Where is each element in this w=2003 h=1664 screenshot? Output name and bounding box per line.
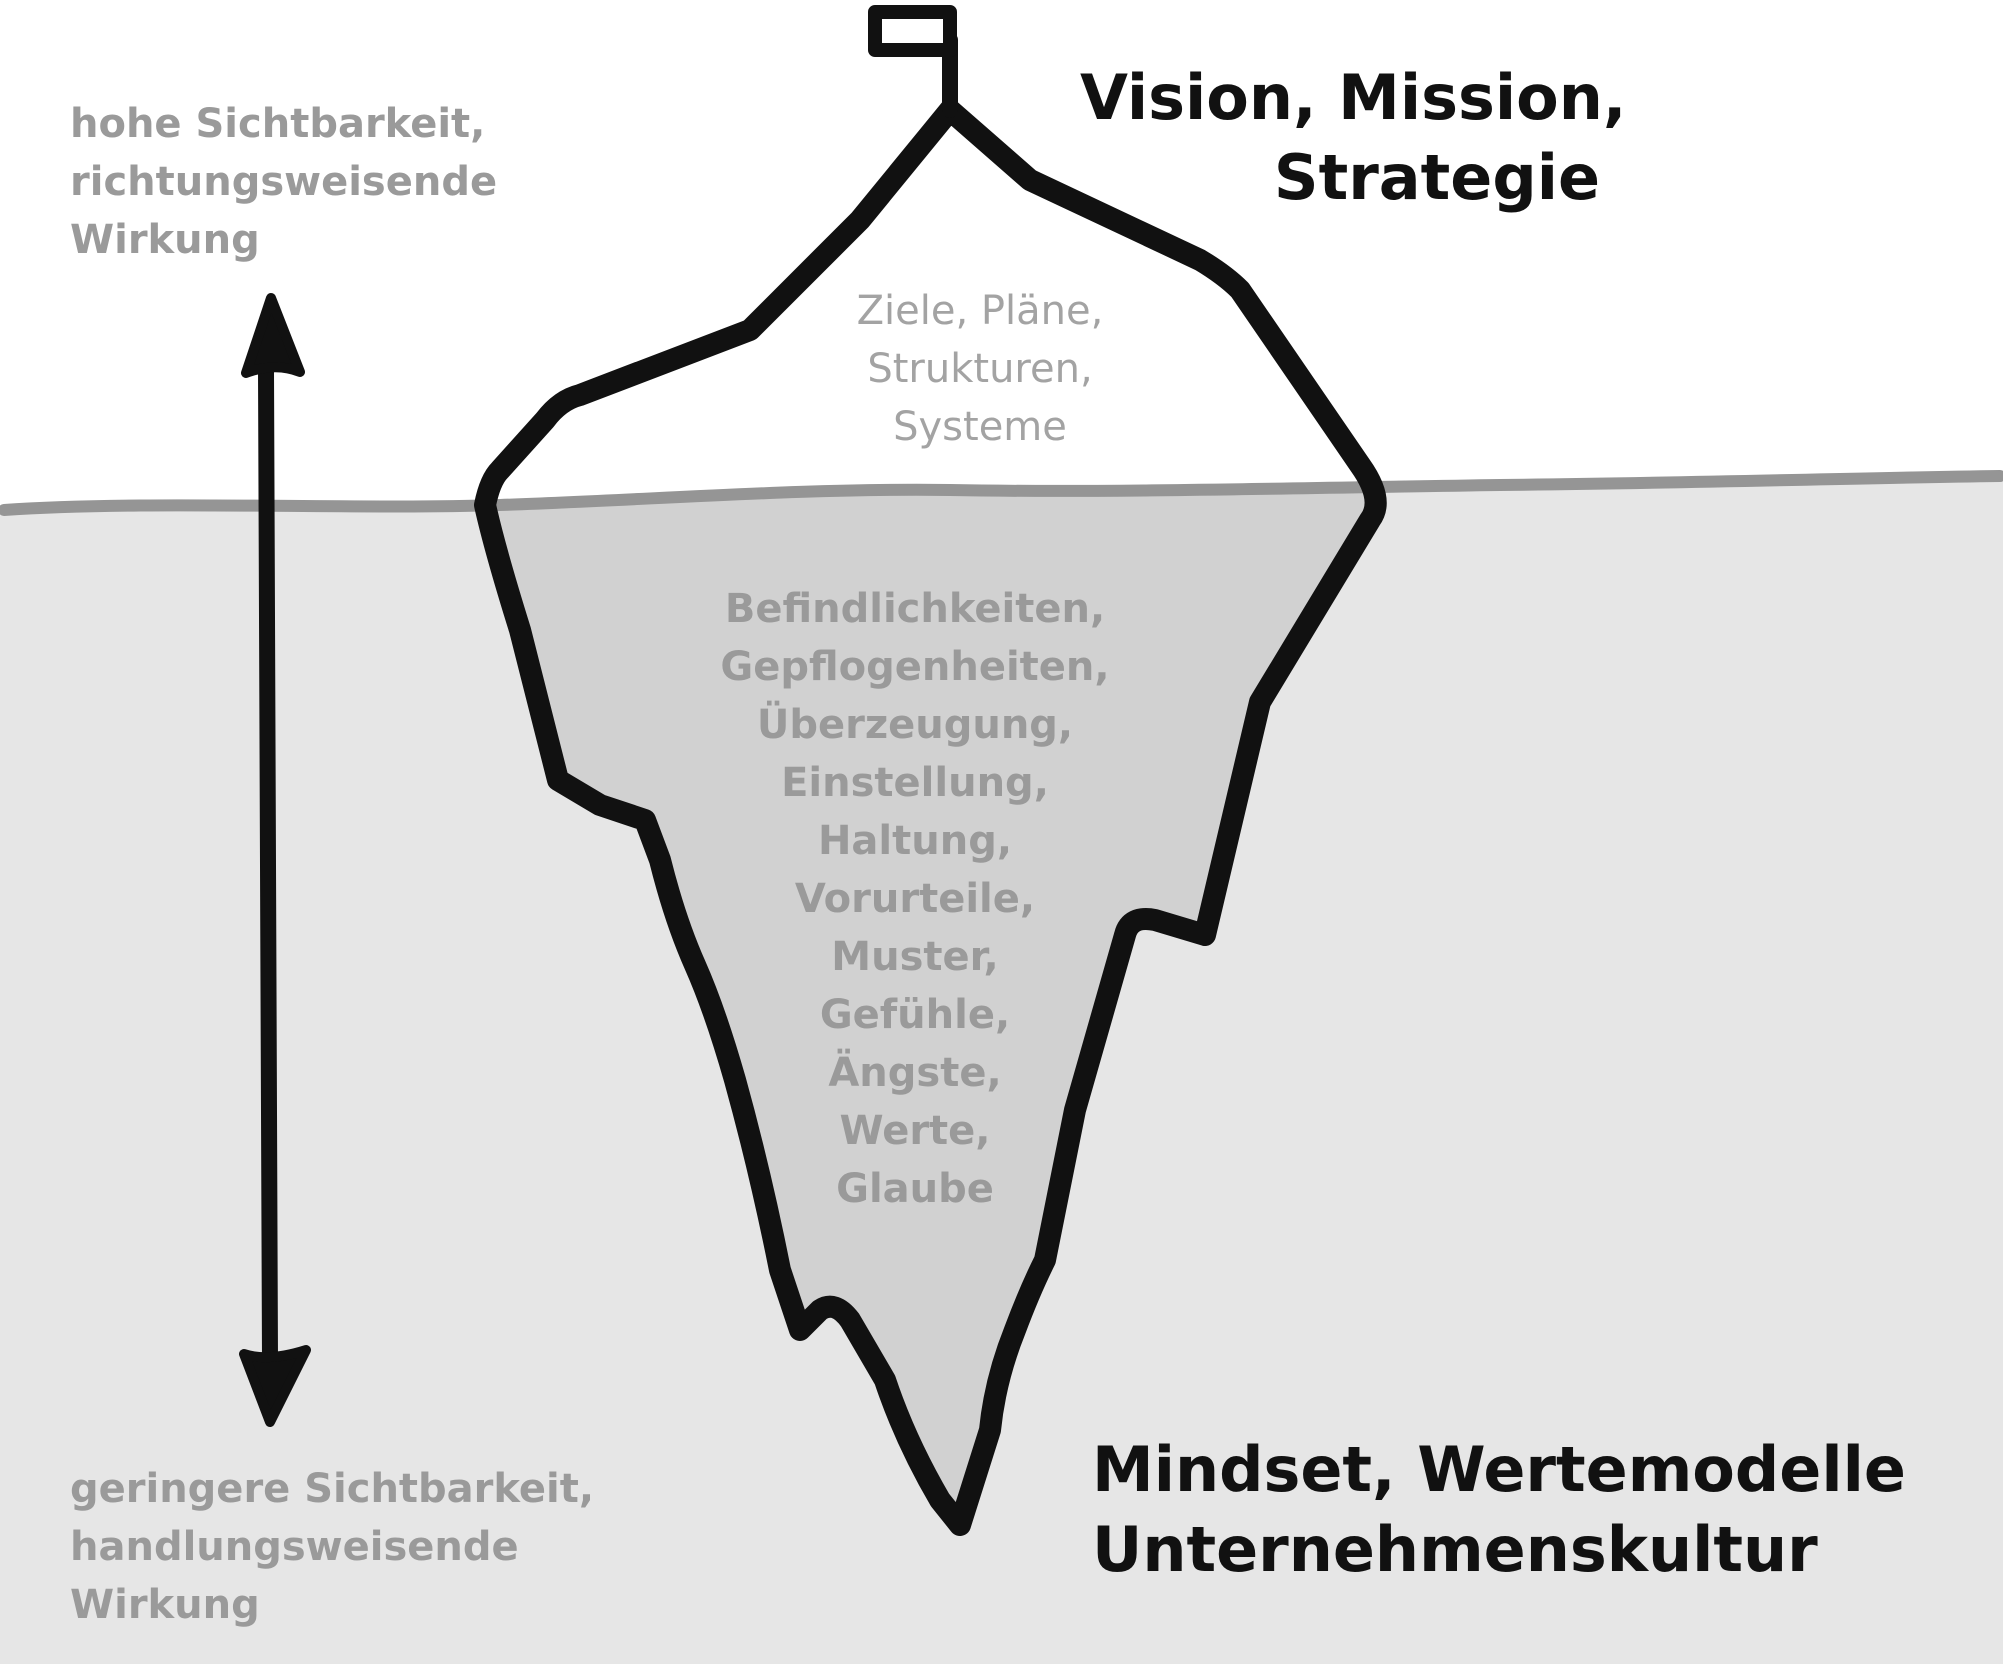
heading-line: Mindset, Wertemodelle bbox=[1092, 1433, 1906, 1506]
note-line: geringere Sichtbarkeit, bbox=[70, 1466, 595, 1512]
flag-icon bbox=[868, 5, 957, 57]
double-arrow-icon bbox=[239, 293, 311, 1427]
underwater-item: Überzeugung, bbox=[756, 702, 1074, 748]
underwater-item: Glaube bbox=[836, 1166, 994, 1212]
underwater-item: Gepflogenheiten, bbox=[720, 644, 1110, 690]
mindset-heading: Mindset, Wertemodelle Unternehmenskultur bbox=[1092, 1430, 1906, 1590]
visibility-low-note: geringere Sichtbarkeit, handlungsweisend… bbox=[70, 1460, 594, 1634]
underwater-items: Befindlichkeiten, Gepflogenheiten, Überz… bbox=[700, 580, 1130, 1218]
iceberg-outline bbox=[474, 99, 1387, 1536]
underwater-item: Werte, bbox=[839, 1108, 991, 1154]
heading-line: Strategie bbox=[1273, 141, 1600, 214]
underwater-item: Gefühle, bbox=[819, 992, 1011, 1038]
tip-item: Strukturen, bbox=[867, 346, 1093, 392]
underwater-item: Einstellung, bbox=[781, 760, 1049, 806]
underwater-item: Muster, bbox=[831, 934, 999, 980]
water-line bbox=[0, 470, 2003, 516]
underwater-item: Befindlichkeiten, bbox=[724, 586, 1106, 632]
underwater-item: Ängste, bbox=[828, 1050, 1002, 1096]
heading-line: Vision, Mission, bbox=[1080, 61, 1627, 134]
note-line: handlungsweisende bbox=[70, 1524, 519, 1570]
note-line: Wirkung bbox=[70, 217, 260, 263]
note-line: richtungsweisende bbox=[70, 159, 498, 205]
vision-heading: Vision, Mission, Strategie bbox=[1080, 58, 1627, 218]
iceberg-underwater-fill bbox=[485, 476, 1376, 1525]
tip-item: Systeme bbox=[893, 404, 1067, 450]
underwater-item: Vorurteile, bbox=[794, 876, 1036, 922]
visibility-high-note: hohe Sichtbarkeit, richtungsweisende Wir… bbox=[70, 95, 497, 269]
note-line: hohe Sichtbarkeit, bbox=[70, 101, 486, 147]
underwater-item: Haltung, bbox=[817, 818, 1013, 864]
note-line: Wirkung bbox=[70, 1582, 260, 1628]
tip-items: Ziele, Pläne, Strukturen, Systeme bbox=[780, 282, 1180, 456]
tip-item: Ziele, Pläne, bbox=[856, 288, 1104, 334]
heading-line: Unternehmenskultur bbox=[1092, 1513, 1818, 1586]
